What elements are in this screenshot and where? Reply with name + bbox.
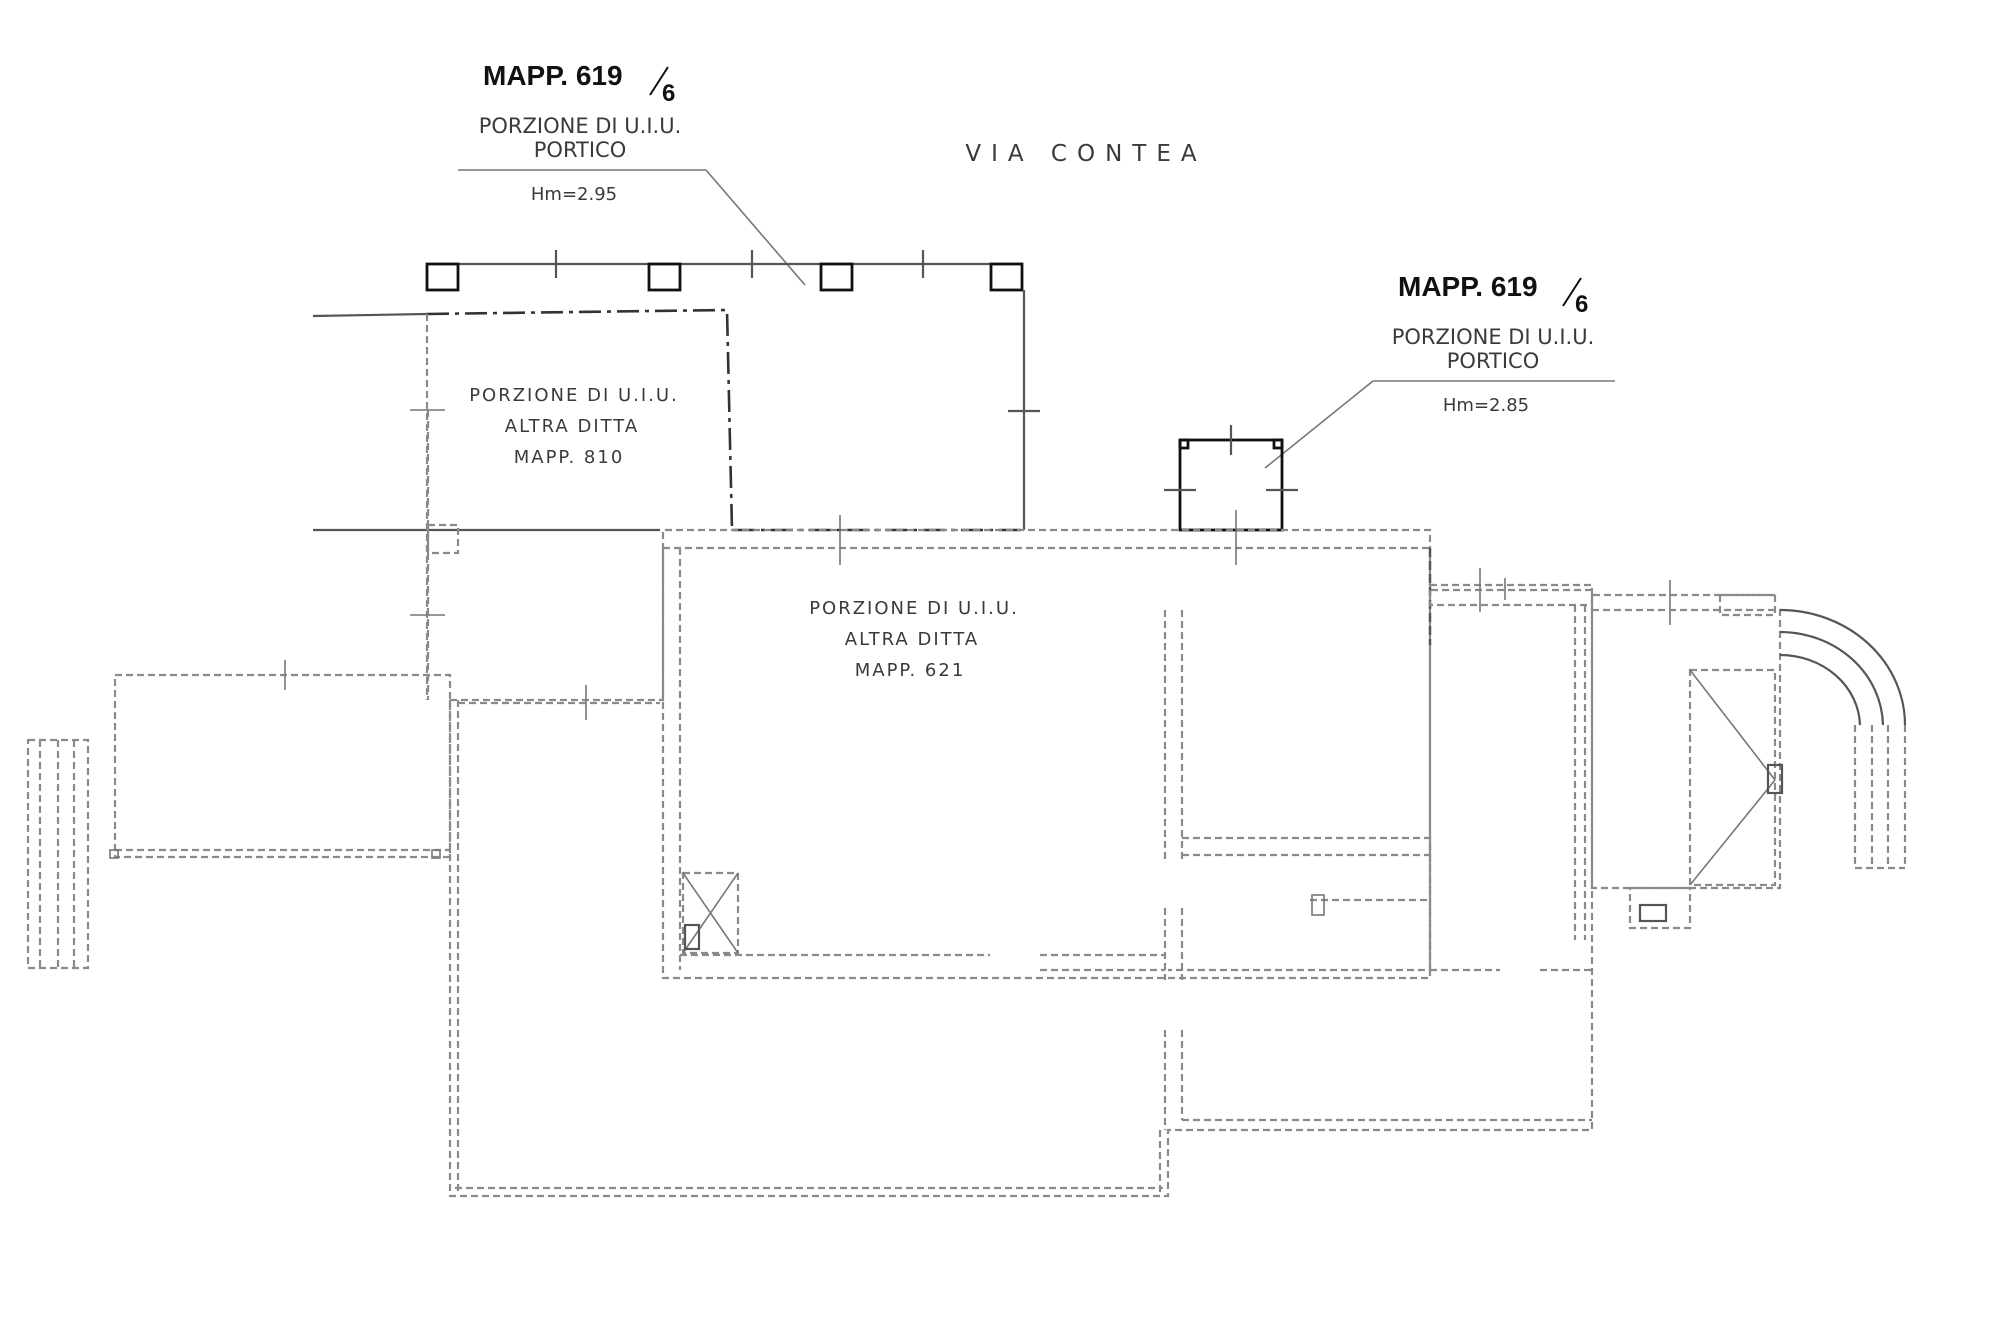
- area-810-line1: PORZIONE DI U.I.U.: [469, 385, 679, 406]
- shaft-symbol: [683, 923, 701, 951]
- main-outline-upper: [450, 528, 1432, 972]
- pillar-2: [647, 262, 682, 292]
- left-wing-room: [113, 673, 452, 859]
- stair-top-box: [1718, 593, 1777, 617]
- area-810-boundary: [426, 308, 734, 531]
- title-block-right: MAPP. 619 6 PORZIONE DI U.I.U. PORTICO H…: [1264, 271, 1615, 469]
- portico-right: [1164, 425, 1298, 532]
- pillar-1: [425, 262, 460, 292]
- pillar-4: [989, 262, 1024, 292]
- desc-right-line2: PORTICO: [1447, 349, 1539, 373]
- area-621-line1: PORZIONE DI U.I.U.: [809, 598, 1019, 619]
- leader-line-left: [705, 169, 806, 286]
- area-810-line3: MAPP. 810: [514, 447, 625, 468]
- street-label: VIA CONTEA: [965, 141, 1206, 167]
- curved-wall-mid: [1779, 630, 1885, 726]
- wall-marker: [109, 849, 119, 859]
- landing-symbol: [1638, 903, 1668, 923]
- pillar-small: [1272, 438, 1284, 450]
- mapp-number-left: MAPP. 619: [483, 60, 623, 91]
- stair-diagonal: [1689, 669, 1776, 781]
- stair-symbol: [1766, 763, 1784, 795]
- annex-top-wall: [1428, 583, 1594, 607]
- mapp-sub-left: 6: [662, 80, 675, 107]
- stair-shaft: [1688, 668, 1777, 887]
- area-621-outline: [661, 546, 1432, 980]
- desc-left-line2: PORTICO: [534, 138, 626, 162]
- wall-marker: [431, 849, 441, 859]
- shaft-diagonal: [682, 872, 739, 954]
- desc-left-line1: PORZIONE DI U.I.U.: [479, 114, 682, 138]
- portico-left: [425, 250, 1040, 530]
- fraction-slash-left: [649, 66, 669, 96]
- main-outline-lower: [448, 588, 1594, 1198]
- title-block-left: MAPP. 619 6 PORZIONE DI U.I.U. PORTICO H…: [458, 60, 806, 286]
- left-wing: [26, 409, 460, 970]
- right-stair-block: [1590, 580, 1907, 930]
- wall-stub: [426, 523, 460, 555]
- area-621-line3: MAPP. 621: [855, 660, 966, 681]
- door-marker: [1311, 894, 1325, 916]
- desc-right-line1: PORZIONE DI U.I.U.: [1392, 325, 1595, 349]
- stair-diagonal: [1689, 779, 1776, 886]
- partition-room: [1182, 836, 1432, 970]
- curved-wall-outer: [1779, 608, 1907, 726]
- area-621-line2: ALTRA DITTA: [845, 629, 979, 650]
- fraction-slash-right: [1562, 277, 1582, 307]
- height-left: Hm=2.95: [531, 184, 617, 205]
- pillar-3: [819, 262, 854, 292]
- mapp-sub-right: 6: [1575, 291, 1588, 318]
- stair-room: [1590, 608, 1782, 890]
- shaft-box: [681, 871, 740, 955]
- left-stair-block: [26, 738, 90, 970]
- main-building: PORZIONE DI U.I.U. ALTRA DITTA MAPP. 621: [448, 510, 1594, 1198]
- stair-landing: [1628, 886, 1692, 930]
- height-right: Hm=2.85: [1443, 395, 1529, 416]
- stair-top-wall: [1590, 593, 1775, 605]
- boundary-line-top: [312, 312, 428, 318]
- curved-wall-inner: [1779, 653, 1862, 726]
- mapp-number-right: MAPP. 619: [1398, 271, 1538, 302]
- area-810-line2: ALTRA DITTA: [505, 416, 639, 437]
- pillar-small: [1178, 438, 1190, 450]
